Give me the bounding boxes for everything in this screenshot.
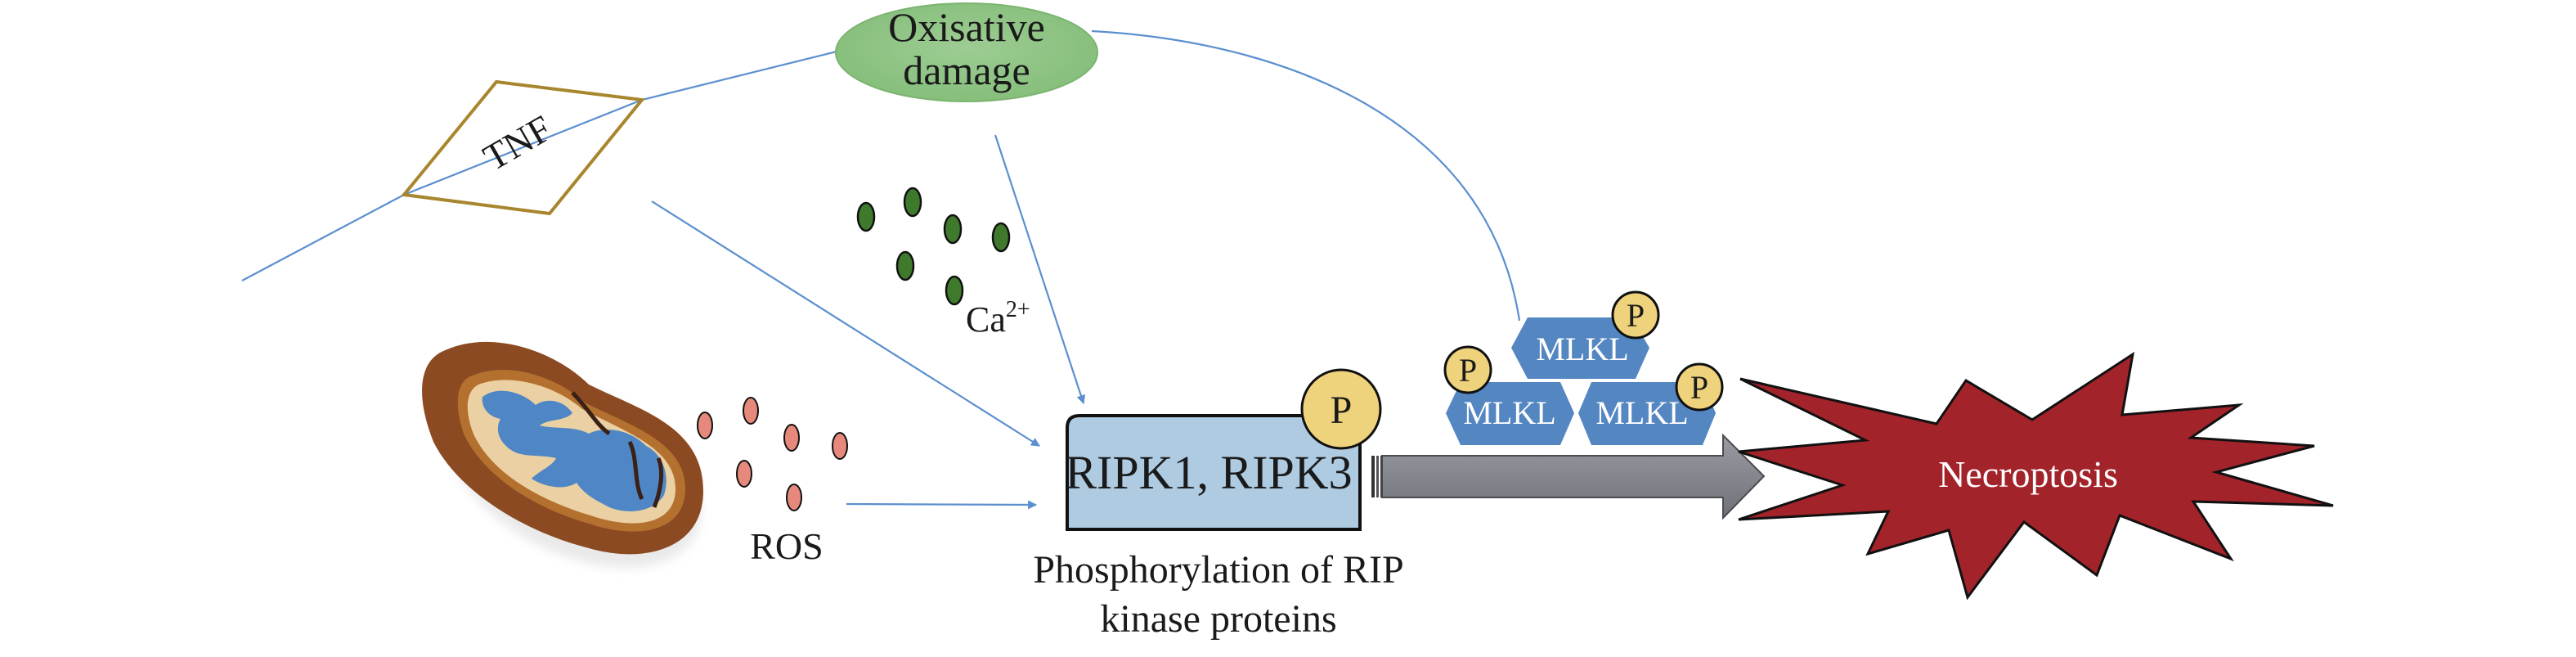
calcium-particle: [895, 250, 915, 281]
ros-particle: [832, 432, 848, 460]
mlkl-phosphate-label: P: [1690, 369, 1708, 406]
ros-particle: [743, 397, 759, 425]
ripk-caption-line2: kinase proteins: [1100, 597, 1336, 641]
tnf-label: TNF: [476, 107, 559, 179]
oxidative-damage-label-line1: Oxisative: [888, 4, 1045, 50]
mlkl-cluster: MLKL MLKL MLKL P P P: [1443, 290, 1724, 445]
ripk-phosphate-circle: [1300, 368, 1382, 450]
calcium-charge: 2+: [1006, 297, 1030, 322]
calcium-particle: [945, 275, 964, 306]
calcium-particle: [856, 201, 876, 232]
block-arrow-to-necroptosis: [1371, 433, 1766, 520]
oxidative-damage-node: Oxisative damage: [835, 2, 1098, 102]
mlkl-phosphate-label: P: [1459, 352, 1477, 389]
mitochondrion-icon: [422, 341, 703, 569]
ros-particle: [736, 460, 752, 488]
ros-particle: [697, 412, 713, 439]
ripk-caption-line1: Phosphorylation of RIP: [1033, 548, 1403, 592]
tnf-to-oxidative-line: [241, 50, 837, 281]
ripk-box: [1066, 414, 1362, 531]
ripk-phosphate-label: P: [1331, 389, 1353, 432]
oxidative-to-mlkl-curve: [1091, 29, 1521, 322]
mlkl-bottom-left: MLKL: [1446, 382, 1574, 445]
mlkl-top: MLKL: [1511, 317, 1649, 379]
calcium-label: Ca2+: [966, 297, 1030, 340]
calcium-particle: [903, 187, 922, 218]
mlkl-label: MLKL: [1536, 331, 1628, 367]
mlkl-phosphates: P P P: [1443, 290, 1724, 412]
necroptosis-node: Necroptosis: [1738, 351, 2334, 601]
mlkl-label: MLKL: [1595, 394, 1688, 431]
calcium-particles: [856, 187, 1011, 306]
mlkl-phosphate-label: P: [1627, 297, 1645, 334]
necroptosis-label: Necroptosis: [1938, 453, 2118, 495]
calcium-symbol: Ca: [966, 299, 1006, 340]
ros-particle: [786, 484, 802, 511]
mlkl-phosphate-circle: [1443, 345, 1492, 394]
ros-particle: [783, 424, 800, 452]
mlkl-hexagon: [1511, 317, 1649, 379]
tnf-node: TNF: [401, 79, 645, 216]
oxidative-to-ripk-arrow: [994, 134, 1086, 405]
ros-particles: [697, 397, 848, 511]
mlkl-phosphate-circle: [1675, 362, 1724, 412]
mlkl-hexagon: [1446, 382, 1574, 445]
tnf-to-ripk-arrow: [651, 200, 1040, 447]
mlkl-phosphate-circle: [1611, 290, 1660, 340]
ros-to-ripk-arrow: [846, 500, 1038, 510]
calcium-particle: [943, 214, 963, 245]
connectors: [241, 29, 1521, 510]
ros-label: ROS: [750, 525, 823, 567]
oxidative-damage-label-line2: damage: [903, 47, 1030, 93]
block-arrow-shape: [1381, 433, 1766, 520]
ripk-node: RIPK1, RIPK3 P: [1065, 368, 1382, 531]
calcium-particle: [991, 222, 1011, 253]
ripk-label: RIPK1, RIPK3: [1065, 446, 1352, 499]
mlkl-label: MLKL: [1463, 394, 1555, 431]
necroptosis-starburst: [1738, 351, 2334, 601]
tnf-parallelogram: [401, 79, 645, 216]
oxidative-damage-ellipse: [835, 2, 1098, 102]
mitochondrion-matrix: [482, 390, 666, 511]
